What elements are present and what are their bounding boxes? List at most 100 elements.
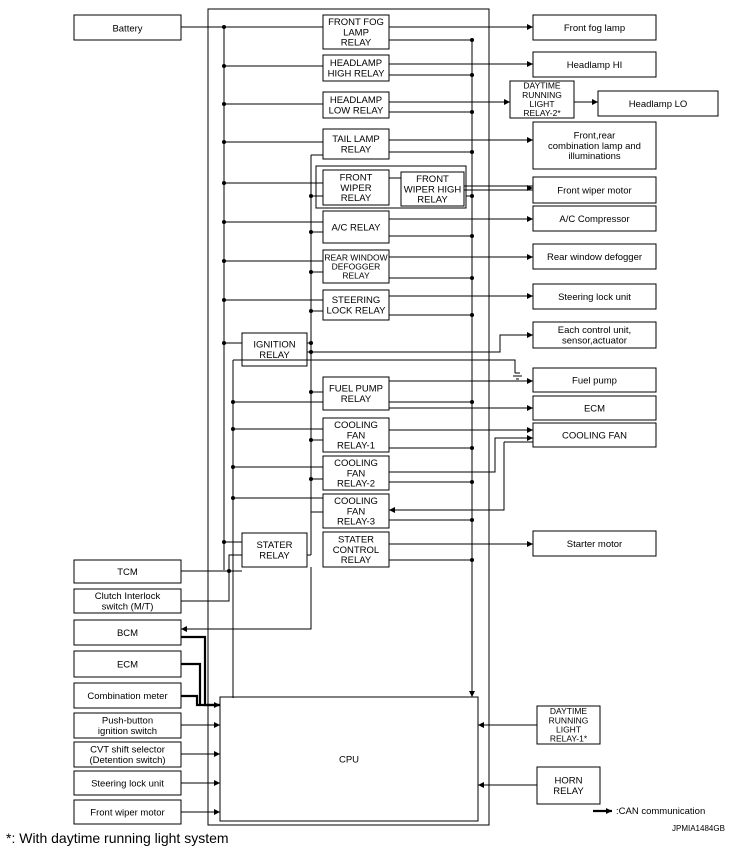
label-legend: :CAN communication bbox=[616, 806, 705, 817]
label-line: RELAY bbox=[341, 555, 372, 566]
label-wipermotor: Front wiper motor bbox=[557, 185, 631, 196]
label-line: RELAY-2* bbox=[523, 108, 561, 118]
label-line: LIGHT bbox=[529, 99, 554, 109]
label-line: RELAY-2 bbox=[337, 479, 375, 490]
label-ecm_in: ECM bbox=[117, 659, 138, 670]
label-tcm: TCM bbox=[117, 567, 138, 578]
legend: :CAN communication bbox=[616, 806, 705, 817]
label-line: :CAN communication bbox=[616, 806, 705, 817]
label-line: CVT shift selector bbox=[90, 745, 165, 756]
label-line: LOCK RELAY bbox=[327, 306, 387, 317]
output-front-wiper-motor: Front wiper motor bbox=[532, 176, 657, 204]
label-line: DAYTIME bbox=[550, 706, 587, 716]
label-line: CPU bbox=[339, 754, 359, 765]
label-line: FRONT bbox=[416, 174, 449, 185]
label-line: Headlamp LO bbox=[629, 99, 688, 110]
output-headlamp-lo: Headlamp LO bbox=[597, 90, 719, 117]
label-line: STATER bbox=[256, 540, 292, 551]
label-headhi: Headlamp HI bbox=[567, 60, 622, 71]
label-line: RELAY bbox=[342, 271, 370, 281]
label-combi: Combination meter bbox=[87, 691, 167, 702]
label-line: Steering lock unit bbox=[558, 292, 631, 303]
input-front-wiper-motor: Front wiper motor bbox=[73, 799, 182, 825]
label-accomp: A/C Compressor bbox=[559, 214, 629, 225]
output-each-control-unit: Each control unit,sensor,actuator bbox=[532, 321, 657, 349]
output-cooling-fan: COOLING FAN bbox=[532, 422, 657, 448]
label-line: FAN bbox=[347, 506, 366, 517]
output-ac-compressor: A/C Compressor bbox=[532, 205, 657, 232]
label-line: Battery bbox=[112, 23, 142, 34]
label-line: RUNNING bbox=[549, 715, 589, 725]
label-battery: Battery bbox=[112, 23, 142, 34]
label-line: Starter motor bbox=[567, 539, 622, 550]
label-line: Combination meter bbox=[87, 691, 167, 702]
label-line: BCM bbox=[117, 628, 138, 639]
label-line: FRONT FOG bbox=[328, 17, 384, 28]
label-line: FAN bbox=[347, 468, 366, 479]
label-line: RUNNING bbox=[522, 90, 562, 100]
output-fuel-pump: Fuel pump bbox=[532, 367, 657, 393]
label-line: LOW RELAY bbox=[329, 106, 384, 117]
label-line: RELAY-1 bbox=[337, 441, 375, 452]
label-line: Front wiper motor bbox=[557, 185, 631, 196]
label-line: (Detention switch) bbox=[89, 755, 165, 766]
label-line: TCM bbox=[117, 567, 138, 578]
label-line: CONTROL bbox=[333, 545, 379, 556]
label-line: Rear window defogger bbox=[547, 252, 642, 263]
label-headlo: Headlamp LO bbox=[629, 99, 688, 110]
label-line: FRONT bbox=[340, 173, 373, 184]
label-fuelpump: Fuel pump bbox=[572, 375, 617, 386]
label-line: STEERING bbox=[332, 295, 381, 306]
label-starter: Starter motor bbox=[567, 539, 622, 550]
label-line: WIPER HIGH bbox=[404, 184, 462, 195]
input-battery: Battery bbox=[73, 14, 182, 41]
label-line: RELAY-3 bbox=[337, 517, 375, 528]
label-foglamp: Front fog lamp bbox=[564, 23, 625, 34]
output-headlamp-hi: Headlamp HI bbox=[532, 51, 657, 78]
label-line: ECM bbox=[584, 403, 605, 414]
label-line: Front wiper motor bbox=[90, 807, 164, 818]
output-steering-lock-unit: Steering lock unit bbox=[532, 283, 657, 310]
label-line: HEADLAMP bbox=[330, 58, 382, 69]
label-line: sensor,actuator bbox=[562, 336, 627, 347]
label-steerunit: Steering lock unit bbox=[558, 292, 631, 303]
label-foot: *: With daytime running light system bbox=[6, 830, 229, 846]
label-line: RELAY bbox=[553, 786, 584, 797]
label-line: ECM bbox=[117, 659, 138, 670]
input-steering-lock-unit: Steering lock unit bbox=[73, 770, 182, 796]
label-line: WIPER bbox=[340, 183, 371, 194]
output-starter-motor: Starter motor bbox=[532, 530, 657, 557]
label-ecm_out: ECM bbox=[584, 403, 605, 414]
label-line: DEFOGGER bbox=[332, 262, 381, 272]
label-cvt: CVT shift selector(Detention switch) bbox=[89, 745, 165, 766]
wiper-relay-group-frame bbox=[315, 165, 467, 209]
output-rear-window-defogger: Rear window defogger bbox=[532, 243, 657, 270]
label-line: RELAY bbox=[341, 394, 372, 405]
label-line: HEADLAMP bbox=[330, 95, 382, 106]
label-line: *: With daytime running light system bbox=[6, 830, 229, 846]
label-line: Front fog lamp bbox=[564, 23, 625, 34]
label-coolfan: COOLING FAN bbox=[562, 430, 627, 441]
label-line: A/C Compressor bbox=[559, 214, 629, 225]
label-line: REAR WINDOW bbox=[324, 252, 387, 262]
